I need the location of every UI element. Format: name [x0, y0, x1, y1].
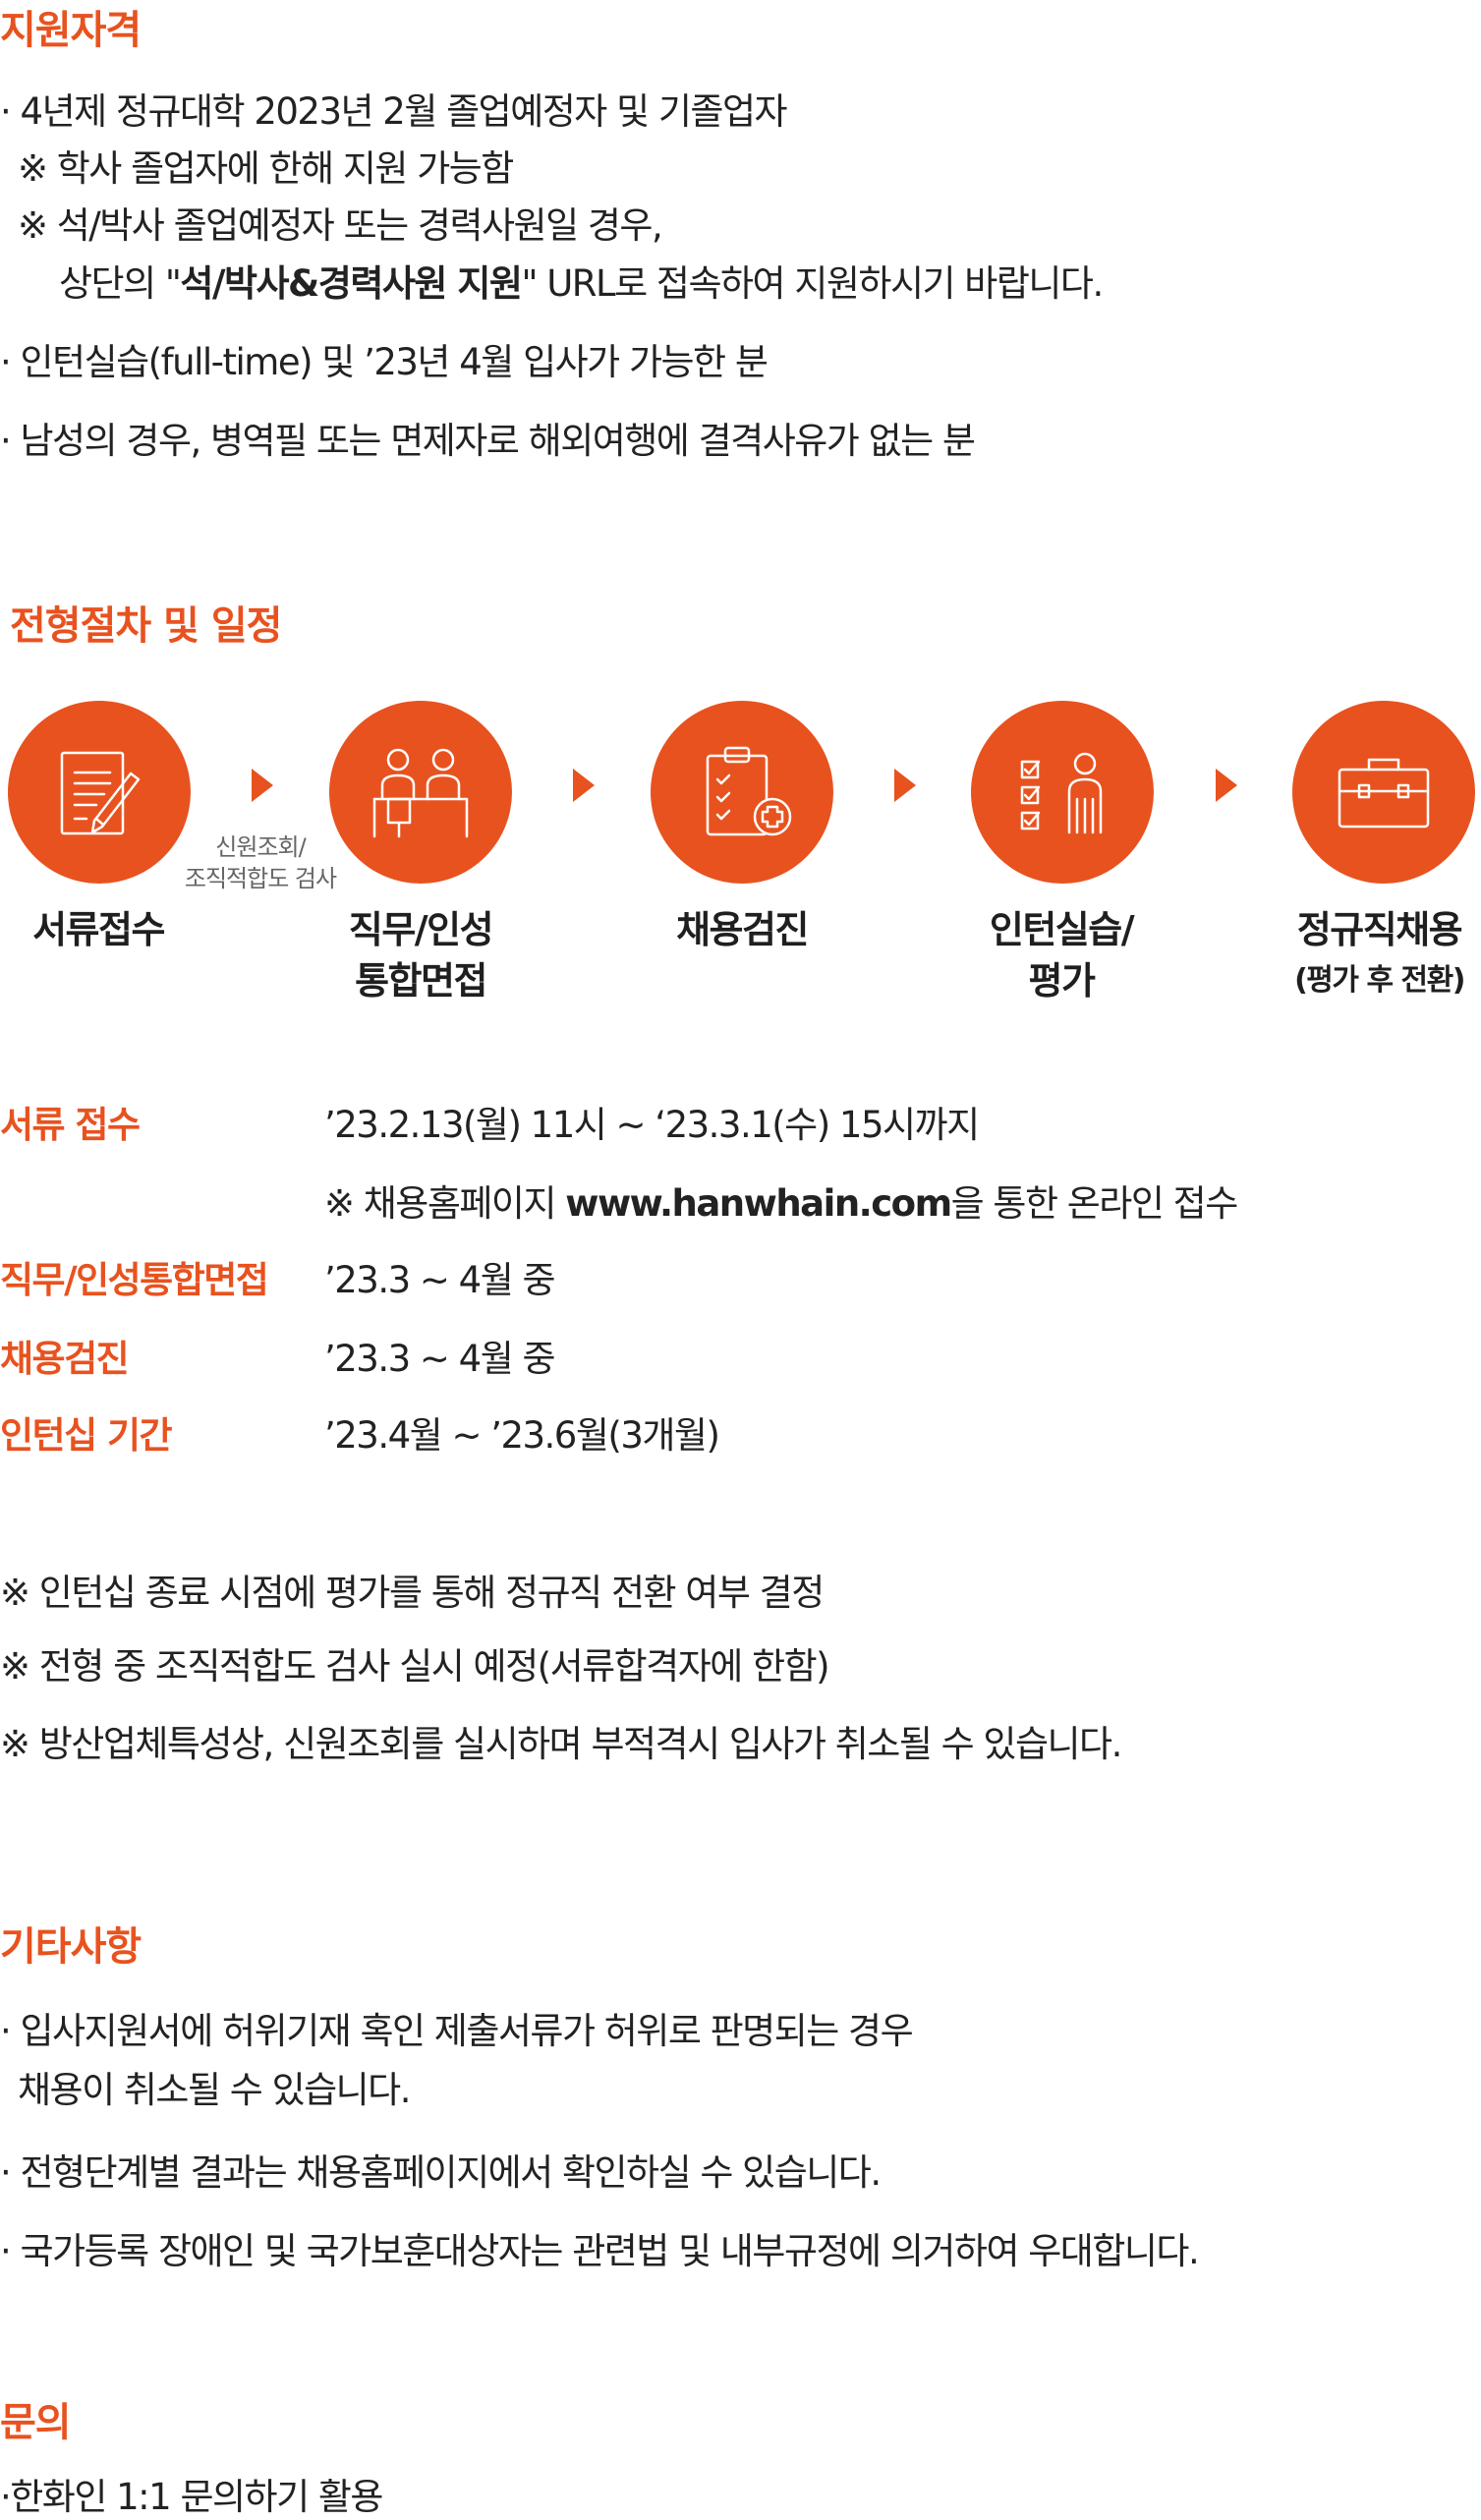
schedule-label: 인턴십 기간 [0, 1414, 173, 1457]
schedule-note-before: ※ 채용홈페이지 [324, 1182, 566, 1225]
note-item: ※ 방산업체특성상, 신원조회를 실시하며 부적격시 입사가 취소될 수 있습니… [0, 1723, 1122, 1765]
step-label-line: 정규직채용 [1296, 908, 1463, 951]
eligibility-url-line: 상단의 "석/박사&경력사원 지원" URL로 접속하여 지원하시기 바랍니다. [59, 254, 1104, 307]
medical-clipboard-icon [706, 746, 792, 836]
schedule-value: ’23.2.13(월) 11시 ~ ‘23.3.1(수) 15시까지 [324, 1104, 980, 1146]
contact-text: ·한화인 1:1 문의하기 활용 [0, 2476, 383, 2518]
step-label: 정규직채용 (평가 후 전환) [1278, 904, 1481, 1006]
process-heading: 전형절차 및 일정 [10, 603, 282, 649]
eligibility-item: · 인턴실습(full-time) 및 ’23년 4월 입사가 가능한 분 [0, 341, 769, 383]
eligibility-item: · 4년제 정규대학 2023년 2월 졸업예정자 및 기졸업자 [0, 90, 788, 133]
url-line-before: 상단의 " [59, 262, 182, 305]
misc-item: · 전형단계별 결과는 채용홈페이지에서 확인하실 수 있습니다. [0, 2151, 882, 2194]
schedule-value: ’23.4월 ~ ’23.6월(3개월) [324, 1414, 720, 1457]
step-arrow [1216, 769, 1237, 802]
step-label: 채용검진 [644, 904, 840, 955]
step-label-line: 서류접수 [32, 908, 165, 951]
step-label: 인턴실습/ 평가 [963, 904, 1160, 1006]
step-circle-document [8, 701, 191, 884]
schedule-label: 채용검진 [0, 1338, 130, 1380]
contact-heading: 문의 [0, 2400, 72, 2445]
step-circle-briefcase [1292, 701, 1475, 884]
step-arrow [573, 769, 595, 802]
url-line-after: " URL로 접속하여 지원하시기 바랍니다. [521, 262, 1104, 305]
schedule-note-after: 을 통한 온라인 접수 [950, 1182, 1239, 1225]
document-pen-icon [60, 751, 141, 835]
misc-item: · 국가등록 장애인 및 국가보훈대상자는 관련법 및 내부규정에 의거하여 우… [0, 2230, 1200, 2272]
misc-heading: 기타사항 [0, 1924, 142, 1970]
eligibility-item: · 남성의 경우, 병역필 또는 면제자로 해외여행에 결격사유가 없는 분 [0, 420, 976, 462]
step-label-line: 직무/인성 [348, 908, 494, 951]
url-line-bold: 석/박사&경력사원 지원 [180, 262, 523, 305]
briefcase-icon [1338, 758, 1430, 829]
step-circle-interview [329, 701, 512, 884]
schedule-value: ’23.3 ~ 4월 중 [324, 1259, 556, 1301]
step-label-line: (평가 후 전환) [1294, 963, 1465, 998]
eligibility-item: ※ 학사 졸업자에 한해 지원 가능함 [18, 147, 514, 190]
step-label: 서류접수 [0, 904, 197, 955]
misc-item: 채용이 취소될 수 있습니다. [18, 2069, 411, 2111]
schedule-label: 서류 접수 [0, 1104, 141, 1146]
step-arrow [252, 769, 273, 802]
between-note-line: 조직적합도 검사 [184, 865, 337, 892]
step-circle-medical [651, 701, 833, 884]
checklist-person-icon [1020, 752, 1103, 834]
step-circle-intern [971, 701, 1154, 884]
step-label-line: 평가 [1028, 959, 1096, 1002]
misc-item: · 입사지원서에 허위기재 혹인 제출서류가 허위로 판명되는 경우 [0, 2010, 914, 2052]
schedule-label: 직무/인성통합면접 [0, 1259, 269, 1301]
step-label-line: 인턴실습/ [989, 908, 1135, 951]
note-item: ※ 전형 중 조직적합도 검사 실시 예정(서류합격자에 한함) [0, 1645, 830, 1688]
interview-icon [372, 748, 469, 838]
step-label-line: 통합면접 [355, 959, 487, 1002]
step-label: 직무/인성 통합면접 [322, 904, 519, 1006]
step-label-line: 채용검진 [676, 908, 809, 951]
eligibility-heading: 지원자격 [0, 8, 142, 53]
schedule-note: ※ 채용홈페이지 www.hanwhain.com을 통한 온라인 접수 [324, 1174, 1239, 1227]
note-item: ※ 인턴십 종료 시점에 평가를 통해 정규직 전환 여부 결정 [0, 1572, 825, 1614]
between-note-line: 신원조회/ [215, 833, 306, 861]
between-note: 신원조회/ 조직적합도 검사 [162, 831, 359, 894]
eligibility-item: ※ 석/박사 졸업예정자 또는 경력사원일 경우, [18, 204, 663, 247]
step-arrow [894, 769, 916, 802]
schedule-note-url: www.hanwhain.com [565, 1182, 952, 1225]
schedule-value: ’23.3 ~ 4월 중 [324, 1338, 556, 1380]
